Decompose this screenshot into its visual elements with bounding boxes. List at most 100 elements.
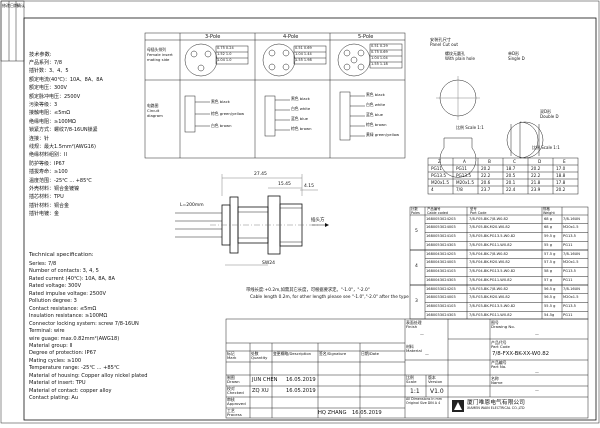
wire-color-label: 白色 white [291,106,311,111]
panel-dim-cell: 20.5 [506,172,516,178]
spec-en-item: Material of contact: copper alloy [29,387,112,394]
panel-dim-cell: PG11 [456,165,468,171]
part-table-weight: 68 g [544,225,552,230]
part-table-header-cell: 针数 Poles [411,207,420,215]
drawn-label: 制图 Drawn [227,375,240,385]
dim-27-45: 27.45 [254,172,267,177]
wire-color-label: 蓝色 blue [366,112,384,117]
female-insert-label: 母插头排列 Female insert mating side [147,47,173,62]
part-table-grid [409,206,589,320]
part-code-label: 产品代号 Part Code [491,340,510,350]
part-table-part-code: 7/8-F03-BK-PG11-W0.82 [469,312,512,317]
part-table-part-code: 7/8-F04-BK-PG11-W0.82 [469,277,512,282]
spec-cn-item: 污染等级：3 [29,102,58,108]
part-table-cable-code: 1680053024003 [426,225,456,230]
part-table-weight: 56.5 g [544,286,556,291]
approved-label: 审核 Approved [227,397,246,407]
panel-dim-header: Z [438,158,441,164]
spec-en-item: Pollution degree: 3 [29,298,77,305]
size-5-row-4: 1.55 1.18 [371,62,388,66]
finish-label: 表面处理 Finish [406,320,422,330]
specs-cn-title: 技术参数: [29,52,52,58]
finish-value: — [420,331,424,336]
material-label: 材料 Material [406,344,422,354]
wire-color-label: 黑色 black [211,99,230,104]
size-3-row-1: 0.75 0.24 [217,46,234,50]
wire-color-label: 白色 white [366,102,386,107]
part-table-weight: 68 g [544,216,552,221]
company-logo [452,400,464,412]
panel-dim-header: D [538,158,542,164]
spec-en-item: Rated voltage: 300V [29,283,82,290]
rev-label-3: 确认 [17,3,25,8]
part-table-spec: 7/8-16UN [563,216,580,221]
size-3-row-2: 1.52 1.0 [217,52,232,56]
part-table-header-cell: 规格 Weight [543,207,555,215]
rev-label-1: 修改 [2,3,10,8]
panel-dim-cell: 22.4 [506,186,516,192]
rev-header: 处数 Quantity [251,351,268,361]
cable-note-en: Cable length 0.2m, for other length plea… [250,295,409,300]
panel-cut-title: 安装孔尺寸 [430,37,451,42]
spec-en-item: Connector locking system: screw 7/8-16UN [29,320,139,327]
spec-en-item: Series: 7/8 [29,261,57,267]
rev-header: 签名/Signature [319,351,347,356]
circuit-4pole [264,95,290,137]
wire-color-label: 白色 brown [211,123,232,128]
panel-dim-cell: 18.8 [556,172,566,178]
panel-dim-cell: PG13.5 [431,172,447,178]
part-table-part-code: 7/8-F05-BK-7/8-W0.82 [469,216,509,221]
size-3-row-3: 1.04 1.0 [217,58,232,62]
panel-dim-header: B [488,158,491,164]
part-table-weight: 56.5 g [544,295,556,300]
plain-hole-label-en: With plain hole [445,56,475,61]
double-d-label-en: Double D [540,114,559,119]
panel-dim-cell: 21.8 [531,179,541,185]
part-table-cable-code: 1680033024003 [426,295,456,300]
part-table-spec: PG11 [563,277,573,282]
part-table-spec: PG13.5 [563,304,576,308]
spec-cn-item: 绝缘电阻：≥100MΩ [29,118,76,125]
circuit-diagram-label: 电路图 Circuit diagram [147,103,163,118]
drawn-date: 16.05.2019 [286,377,316,383]
rev-label-2: 日期 [10,3,18,8]
spec-cn-item: 额定电流(40℃)：10A、8A、8A [29,76,103,83]
inner-frame [23,17,597,421]
spec-en-item: Contact resistance: ≤5mΩ [29,305,97,312]
part-table-cable-code: 1680033024103 [426,304,456,308]
rev-header: 标记 Mark [227,351,237,361]
part-table-weight: 57 g [544,277,552,282]
spec-en-item: Terminal: wire [29,328,65,335]
rev-header: 变更概略/Description [273,351,312,356]
part-table-spec: 7/8-16UN [563,286,580,291]
connector-side-view [175,174,320,266]
part-code-value: 7/8-FXX-BK-XX-W0.82 [492,351,550,357]
material-value: — [425,351,429,356]
scale-label: 比例 Scale [406,375,417,385]
size-4-row-3: 1.55 1.98 [295,58,312,62]
part-table-spec: 7/8-16UN [563,251,580,256]
part-table-part-code: 7/8-F05-BK-PG13.5-W0.82 [469,234,516,238]
scale-value: 1:1 [410,388,420,395]
panel-cut-title-en: Panel Cut out [430,42,459,47]
checked-date: 16.05.2019 [286,388,316,394]
spec-en-item: Number of contacts: 3, 4, 5 [29,268,99,275]
part-table-header-cell: 型号 Part Code [470,207,487,215]
title-block-grid [225,318,589,419]
part-table-part-code: 7/8-F04-BK-7/8-W0.82 [469,251,509,256]
spec-cn-item: 外壳材料：铜合金镀镍 [29,186,80,192]
dim-15-45: 15.45 [278,182,291,187]
spec-cn-item: 产品系列：7/8 [29,60,63,66]
spec-en-item: Rated impulse voltage: 2500V [29,290,107,297]
part-table-cable-code: 1680043024003 [426,260,456,265]
spec-cn-item: 额定脉冲电压：2500V [29,93,81,100]
panel-dim-cell: PG11 [431,165,443,171]
part-table-pole: 3 [415,299,418,304]
wire-color-label: 蓝色 blue [291,116,309,121]
checked-name: ZQ XU [252,388,269,394]
part-table-pole: 4 [415,264,418,269]
part-table-weight: 55.5 g [544,304,556,308]
spec-cn-item: 插针材料：铜合金 [29,202,70,209]
name-value: — [535,387,539,392]
part-table-cable-code: 1680033024203 [426,286,456,291]
